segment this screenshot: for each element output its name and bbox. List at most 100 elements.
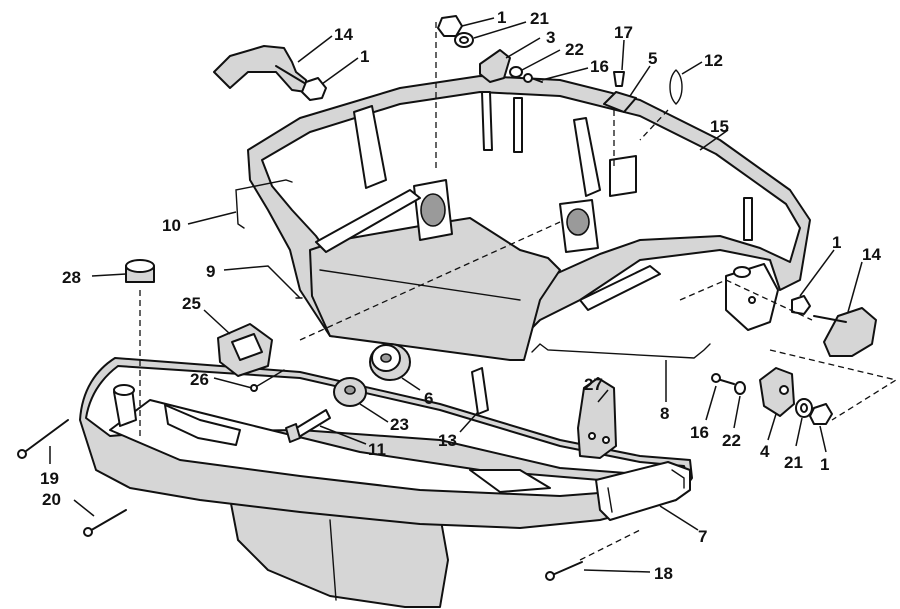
washer-22-top <box>509 66 523 78</box>
leader-25 <box>203 309 231 335</box>
seal-strip-10 <box>235 179 293 229</box>
inner-boss-top <box>113 384 135 396</box>
callout-5: 5 <box>648 49 657 68</box>
leader-1a <box>461 17 495 27</box>
callout-22-right: 22 <box>722 431 741 450</box>
callout-26: 26 <box>190 370 209 389</box>
leader-3 <box>505 37 541 59</box>
callout-22-top: 22 <box>565 40 584 59</box>
latch-27-hole-a <box>588 432 596 440</box>
screw-17 <box>613 71 625 87</box>
dash-right-handle <box>679 279 813 321</box>
latch-handle-14-pin <box>275 65 307 85</box>
leader-7 <box>659 505 699 531</box>
clip-5 <box>603 91 637 113</box>
callout-13: 13 <box>438 431 457 450</box>
leader-21b <box>795 417 803 447</box>
latch-27-hole-b <box>602 436 610 444</box>
lower-cowl-rear <box>595 461 691 521</box>
leader-6 <box>401 377 421 391</box>
callout-16-right: 16 <box>690 423 709 442</box>
screw-18 <box>549 561 583 577</box>
leader-20 <box>73 499 95 517</box>
dash-right-bracket <box>769 349 898 421</box>
leader-1b <box>321 57 359 85</box>
callout-8: 8 <box>660 404 669 423</box>
right-bracket-top <box>733 266 751 278</box>
screw-19-head <box>17 449 27 459</box>
nut-1-right <box>809 403 833 425</box>
rib-1 <box>353 105 387 189</box>
callout-18: 18 <box>654 564 673 583</box>
callout-19: 19 <box>40 469 59 488</box>
keel-crease <box>329 519 337 601</box>
callout-17: 17 <box>614 23 633 42</box>
rib-4 <box>573 117 601 197</box>
rear-latch-slot <box>671 469 685 489</box>
leader-13 <box>459 411 479 433</box>
bracket-4 <box>759 367 795 417</box>
spring-12 <box>669 69 683 105</box>
callout-23: 23 <box>390 415 409 434</box>
leader-23 <box>359 403 389 423</box>
callout-14-right: 14 <box>862 245 881 264</box>
leader-27 <box>597 389 609 403</box>
callout-labels: 1 21 3 22 17 5 12 16 14 1 15 10 9 28 25 … <box>40 8 881 583</box>
leader-22b <box>733 395 741 429</box>
screw-20 <box>87 509 127 533</box>
leader-22a <box>521 49 561 71</box>
callout-21-top: 21 <box>530 9 549 28</box>
washer-21-top-hole <box>459 36 469 44</box>
leader-4 <box>767 413 777 441</box>
callout-7: 7 <box>698 527 707 546</box>
callout-1-right: 1 <box>820 455 829 474</box>
callout-12: 12 <box>704 51 723 70</box>
leader-11 <box>319 425 367 445</box>
rib-5 <box>609 155 637 197</box>
grommet-23-hole <box>344 385 356 395</box>
callout-16-top: 16 <box>590 57 609 76</box>
support-arm-left <box>315 189 421 253</box>
leader-16b <box>705 385 717 421</box>
washer-22-right <box>734 381 746 395</box>
right-bracket-hole <box>748 296 756 304</box>
leader-9 <box>223 265 301 299</box>
nut-1-top <box>437 15 463 37</box>
screw-16-right-head <box>711 373 721 383</box>
screw-20-head <box>83 527 93 537</box>
callout-9: 9 <box>206 262 215 281</box>
leader-16a <box>541 67 589 81</box>
stud-11-head <box>285 423 301 443</box>
callout-27: 27 <box>584 375 603 394</box>
dash-grommet-6 <box>299 221 561 341</box>
screw-19 <box>21 419 69 455</box>
bracket-3 <box>479 49 511 83</box>
callout-10: 10 <box>162 216 181 235</box>
leader-10 <box>187 211 237 225</box>
nut-1-upper-left <box>301 77 327 101</box>
leader-15 <box>699 129 729 151</box>
callout-1-top: 1 <box>497 8 506 27</box>
leader-12 <box>681 61 703 75</box>
leader-5 <box>629 65 651 97</box>
pin-26 <box>253 369 285 389</box>
leader-21a <box>473 21 527 39</box>
callout-6: 6 <box>424 389 433 408</box>
callout-14-left: 14 <box>334 25 353 44</box>
callout-15: 15 <box>710 117 729 136</box>
callout-1-right-upper: 1 <box>832 233 841 252</box>
leader-lines <box>49 17 863 573</box>
dash-spring <box>639 109 669 141</box>
latch-handle-14-right-pin <box>813 315 847 323</box>
callout-28: 28 <box>62 268 81 287</box>
callout-20: 20 <box>42 490 61 509</box>
clip-13 <box>471 367 489 415</box>
grommet-6-hole <box>380 353 392 363</box>
leader-17 <box>621 39 625 71</box>
callout-11: 11 <box>368 440 386 459</box>
latch-handle-14-right <box>823 307 877 357</box>
callout-25: 25 <box>182 294 201 313</box>
leader-1d <box>799 249 835 297</box>
grommet-25-inner <box>231 333 263 361</box>
